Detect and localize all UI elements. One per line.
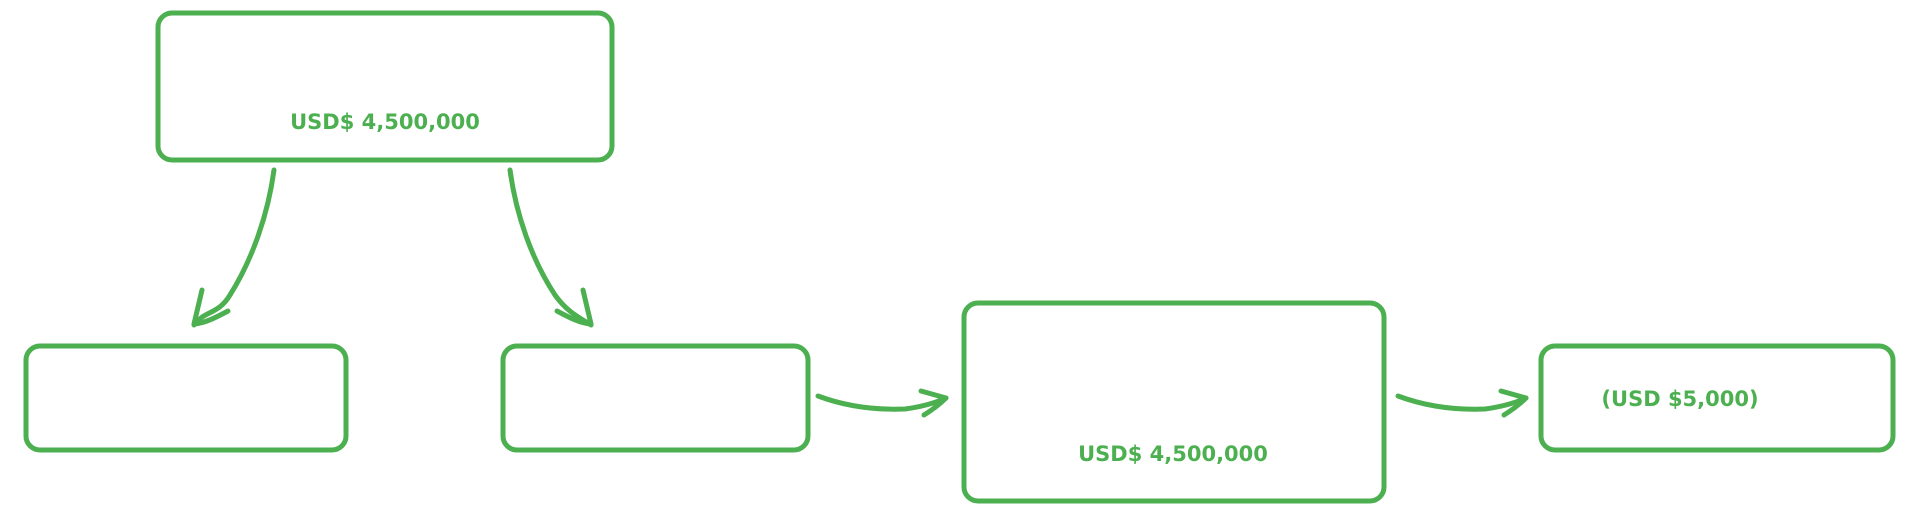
node-bottom-middle	[500, 343, 811, 453]
node-top	[155, 10, 615, 163]
node-bottom-left	[23, 343, 349, 453]
node-center-right	[961, 300, 1387, 504]
arrow-top-to-bottom-middle	[507, 167, 594, 328]
node-far-right-label: (USD $5,000)	[1601, 387, 1758, 411]
arrow-center-right-to-far-right	[1395, 388, 1529, 418]
node-top-label: USD$ 4,500,000	[290, 110, 480, 134]
arrow-bottom-middle-to-center-right	[815, 388, 949, 418]
node-far-right	[1538, 343, 1896, 453]
arrow-top-to-bottom-left	[191, 167, 277, 328]
node-center-right-label: USD$ 4,500,000	[1078, 442, 1268, 466]
